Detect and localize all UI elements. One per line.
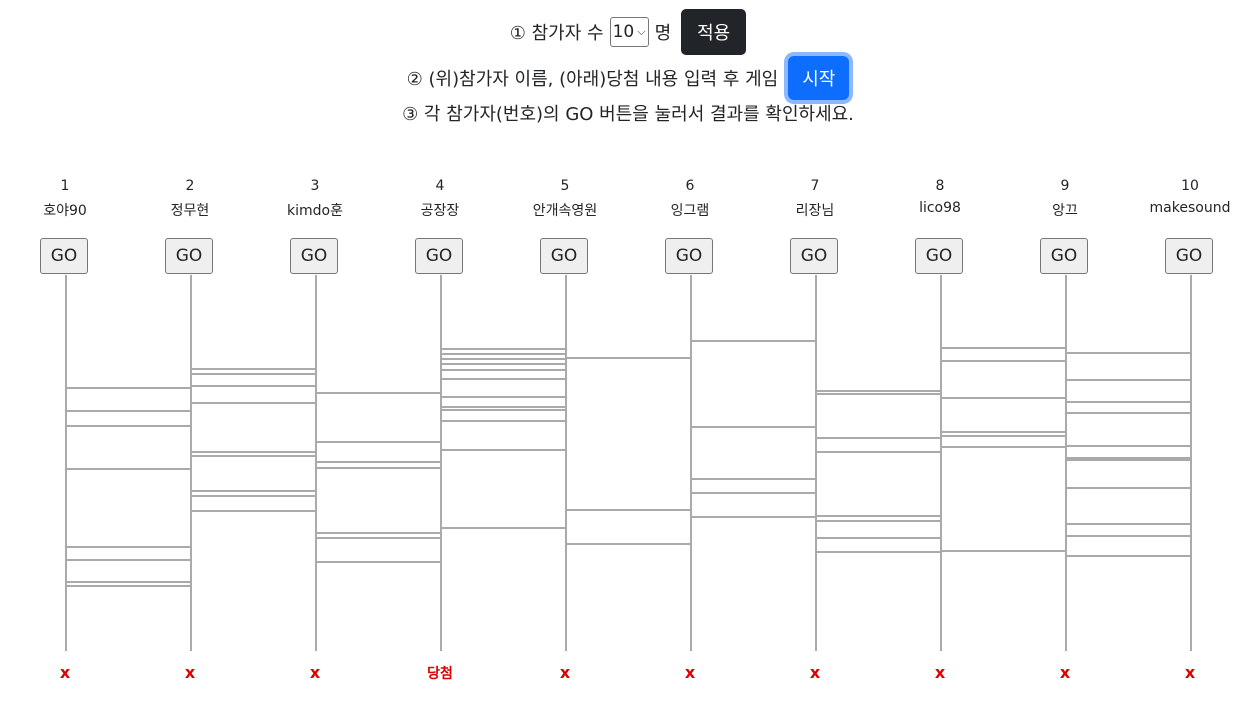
participant-number: 2: [185, 178, 195, 194]
participant-number: 1: [60, 178, 70, 194]
result-label: x: [59, 663, 71, 682]
participant-number: 10: [1181, 178, 1199, 194]
participant-number: 6: [685, 178, 695, 194]
participant-number: 5: [560, 178, 570, 194]
result-label: 당첨: [427, 666, 453, 682]
step3-text: ③ 각 참가자(번호)의 GO 버튼을 눌러서 결과를 확인하세요.: [402, 104, 854, 125]
go-button[interactable]: GO: [665, 238, 713, 274]
participant-name: 앙끄: [1052, 203, 1078, 219]
go-button[interactable]: GO: [290, 238, 338, 274]
step1-prefix: ① 참가자 수: [509, 23, 604, 44]
go-button[interactable]: GO: [40, 238, 88, 274]
go-button[interactable]: GO: [915, 238, 963, 274]
step2-text: ② (위)참가자 이름, (아래)당첨 내용 입력 후 게임: [406, 69, 779, 90]
go-button[interactable]: GO: [1040, 238, 1088, 274]
participant-name: 정무현: [170, 203, 210, 219]
go-button[interactable]: GO: [165, 238, 213, 274]
step1-suffix: 명: [654, 23, 672, 44]
step2-row: ② (위)참가자 이름, (아래)당첨 내용 입력 후 게임 시작: [0, 53, 1256, 103]
go-button[interactable]: GO: [415, 238, 463, 274]
participant-number: 9: [1060, 178, 1070, 194]
go-button[interactable]: GO: [1165, 238, 1213, 274]
chevron-down-icon: ⌵: [637, 25, 646, 38]
result-label: x: [559, 663, 571, 682]
participant-name: 잉그램: [670, 203, 710, 219]
participant-name: 공장장: [420, 203, 460, 219]
participant-name: kimdo훈: [287, 203, 343, 219]
participant-number: 8: [935, 178, 945, 194]
result-label: x: [1184, 663, 1196, 682]
participant-name: 안개속영원: [532, 203, 598, 219]
participant-name: makesound: [1149, 200, 1231, 216]
participant-count-select[interactable]: 10 ⌵: [609, 17, 649, 47]
participant-name: 리장님: [795, 203, 835, 219]
participant-number: 4: [435, 178, 445, 194]
start-button[interactable]: 시작: [788, 56, 850, 100]
participant-number: 7: [810, 178, 820, 194]
participant-name: lico98: [919, 200, 961, 216]
step1-row: ① 참가자 수 10 ⌵ 명 적용: [0, 9, 1256, 55]
result-label: x: [809, 663, 821, 682]
result-label: x: [309, 663, 321, 682]
participant-number: 3: [310, 178, 320, 194]
go-button[interactable]: GO: [790, 238, 838, 274]
result-label: x: [1059, 663, 1071, 682]
go-button[interactable]: GO: [540, 238, 588, 274]
result-label: x: [184, 663, 196, 682]
participant-count-value: 10: [612, 22, 635, 42]
participant-name: 호야90: [43, 203, 87, 219]
result-label: x: [934, 663, 946, 682]
result-label: x: [684, 663, 696, 682]
apply-button[interactable]: 적용: [681, 9, 747, 55]
